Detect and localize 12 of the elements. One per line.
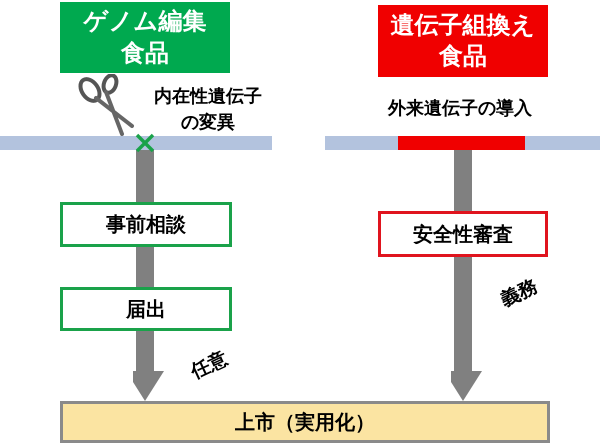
category-box: ゲノム編集食品 [60,2,230,73]
note-label: 義務 [496,274,542,313]
strand-caption: 内在性遺伝子の変異 [153,85,263,136]
market-box: 上市（実用化） [60,401,550,443]
step-box: 事前相談 [60,202,232,247]
strand-caption: 外来遺伝子の導入 [386,97,533,121]
dna-strand-drawing [0,136,272,150]
dna-strand-drawing [325,136,600,150]
note-label: 任意 [186,346,232,385]
step-box: 届出 [60,287,232,331]
category-box: 遺伝子組換え食品 [378,5,548,77]
step-box: 安全性審査 [378,211,548,257]
